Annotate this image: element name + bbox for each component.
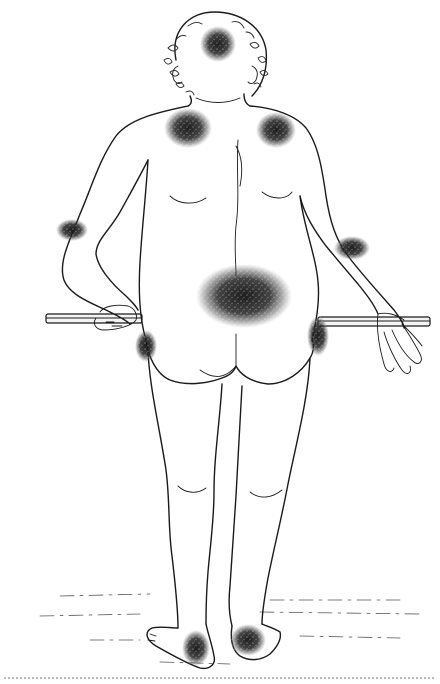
torso-left bbox=[139, 160, 148, 340]
pressure-spot-left-elbow bbox=[56, 219, 88, 241]
pressure-spot-left-greater-trochanter bbox=[135, 330, 157, 362]
pressure-spot-occiput bbox=[200, 26, 236, 62]
pressure-spot-left-scapula bbox=[164, 108, 212, 148]
left-leg bbox=[148, 352, 178, 628]
pressure-spot-right-heel bbox=[230, 624, 266, 656]
pressure-spots bbox=[56, 26, 370, 666]
body-outline bbox=[62, 12, 422, 668]
pressure-spot-right-elbow bbox=[334, 236, 370, 260]
hips bbox=[146, 340, 236, 384]
spine bbox=[235, 140, 238, 276]
pressure-spot-right-scapula bbox=[256, 112, 296, 148]
right-leg bbox=[229, 386, 242, 626]
pressure-spot-sacrum bbox=[196, 264, 292, 328]
floor bbox=[40, 594, 420, 664]
pressure-spot-left-heel bbox=[182, 630, 210, 666]
pressure-spot-right-greater-trochanter bbox=[307, 316, 329, 356]
